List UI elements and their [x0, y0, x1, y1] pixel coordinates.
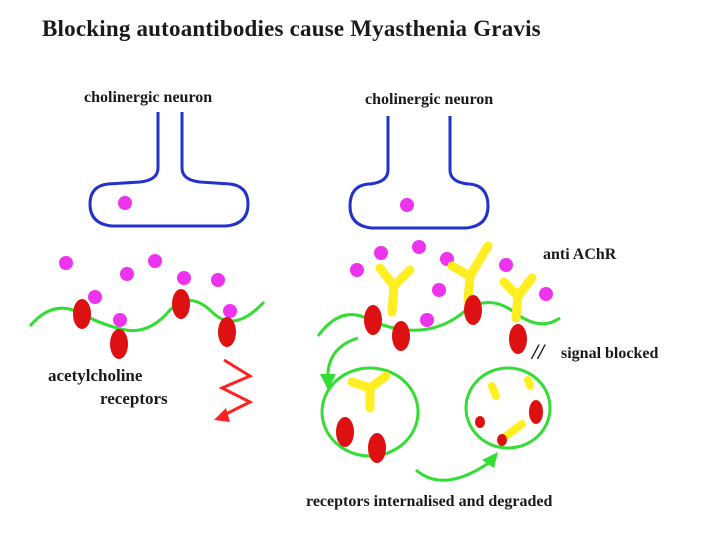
label-internalised: receptors internalised and degraded [306, 493, 553, 510]
ach-dot [223, 304, 237, 318]
label-signal-blocked: signal blocked [561, 345, 659, 362]
block-marks: // [532, 339, 545, 364]
label-acetylcholine: acetylcholine [48, 366, 143, 385]
receptor-fragment [475, 416, 485, 428]
ach-dot [88, 290, 102, 304]
vesicle-left [118, 196, 132, 210]
label-neuron-left: cholinergic neuron [84, 89, 213, 106]
antibody [499, 273, 537, 323]
receptor-fragment [497, 434, 507, 446]
antibody-fragment [488, 382, 500, 400]
ach-dot [432, 283, 446, 297]
endosome-left-contents [336, 371, 391, 463]
ach-dot [420, 313, 434, 327]
antibody-fragment [524, 376, 534, 390]
antibody [447, 241, 493, 305]
receptors-right [364, 295, 527, 354]
receptors-left [73, 289, 236, 359]
receptor [392, 321, 410, 351]
ach-dot [113, 313, 127, 327]
antibody [347, 371, 391, 413]
receptor [364, 305, 382, 335]
internalisation-arrowhead [320, 374, 336, 390]
ach-dot [120, 267, 134, 281]
neuron-right [348, 116, 490, 230]
label-neuron-right: cholinergic neuron [365, 91, 494, 108]
receptor-fragment [529, 400, 543, 424]
antibody-fragment [502, 420, 526, 440]
ach-dot [539, 287, 553, 301]
signal-arrow [218, 358, 254, 418]
ach-dot [177, 271, 191, 285]
receptor [368, 433, 386, 463]
page-title: Blocking autoantibodies cause Myasthenia… [42, 16, 541, 41]
receptor [110, 329, 128, 359]
receptor [218, 317, 236, 347]
receptor [464, 295, 482, 325]
antibodies-bound [375, 241, 537, 323]
ach-dot [350, 263, 364, 277]
acetylcholine-molecules-right [350, 240, 553, 327]
ach-dot [374, 246, 388, 260]
ach-dot [148, 254, 162, 268]
receptor [336, 417, 354, 447]
degradation-arrowhead [482, 452, 498, 468]
endosome-right [464, 366, 552, 450]
ach-dot [499, 258, 513, 272]
receptor [509, 324, 527, 354]
receptor [73, 299, 91, 329]
endosome-right-contents [475, 376, 543, 446]
vesicle-right [400, 198, 414, 212]
acetylcholine-molecules-left [59, 254, 237, 327]
label-receptors: receptors [100, 389, 168, 408]
ach-dot [211, 273, 225, 287]
degradation-arrow [415, 460, 491, 482]
signal-arrowhead [214, 408, 230, 422]
internalisation-arrow [326, 336, 359, 381]
antibody [375, 263, 415, 317]
ach-dot [59, 256, 73, 270]
neuron-left [88, 112, 250, 228]
ach-dot [412, 240, 426, 254]
receptor [172, 289, 190, 319]
label-anti-achr: anti AChR [543, 246, 617, 263]
